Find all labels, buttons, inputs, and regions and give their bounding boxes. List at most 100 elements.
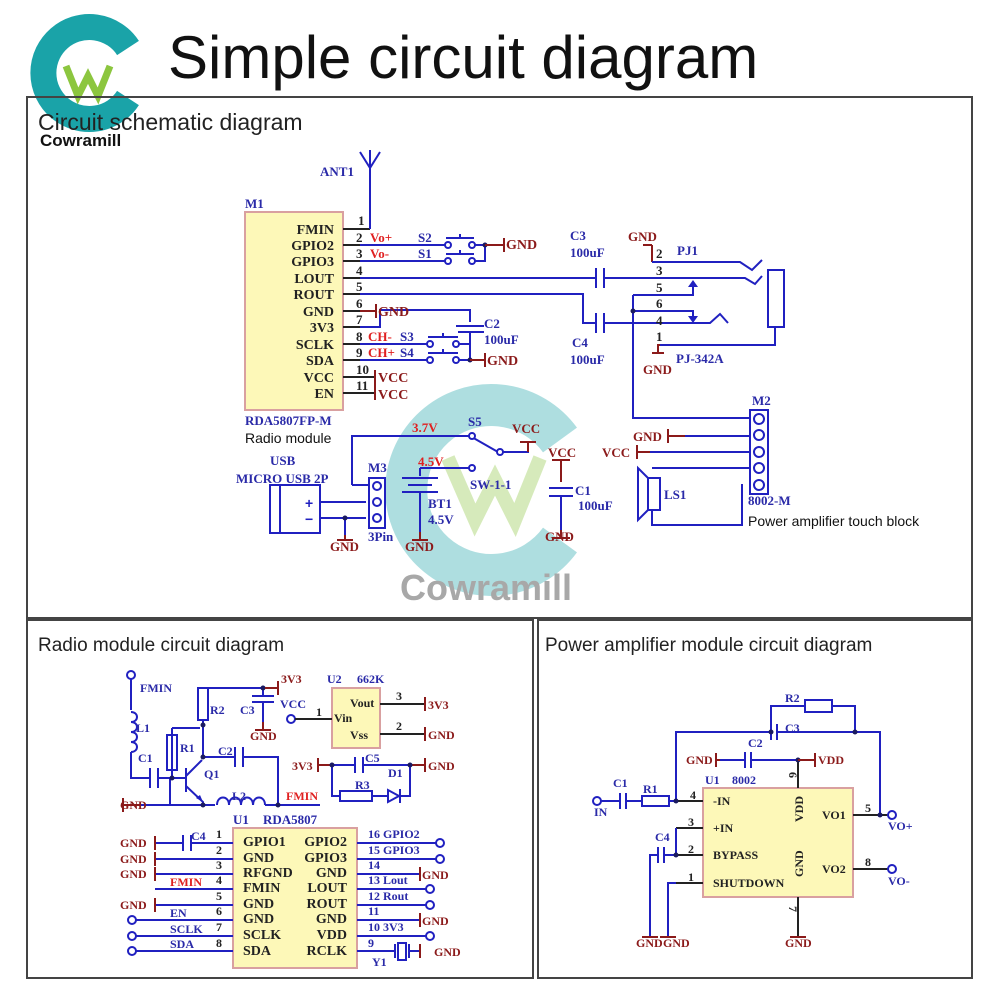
svg-text:4.5V: 4.5V — [428, 512, 454, 527]
svg-text:GND: GND — [434, 945, 461, 959]
svg-text:7: 7 — [786, 906, 800, 912]
svg-text:6: 6 — [786, 772, 800, 778]
power-switch-s5: 3.7V S5 VCC 4.5V SW-1-1 — [351, 414, 540, 492]
svg-text:D1: D1 — [388, 766, 403, 780]
svg-text:GND: GND — [243, 851, 274, 866]
svg-text:GND: GND — [120, 852, 147, 866]
svg-text:Y1: Y1 — [372, 955, 387, 969]
svg-text:Radio module: Radio module — [245, 430, 332, 446]
svg-text:VCC: VCC — [378, 388, 408, 403]
jack-pj1: GND GND 2 3 5 6 4 1 PJ1 PJ-342A — [628, 229, 785, 419]
svg-text:8: 8 — [356, 329, 363, 344]
svg-text:BYPASS: BYPASS — [713, 848, 758, 862]
svg-text:2: 2 — [688, 842, 694, 856]
svg-text:C2: C2 — [218, 744, 233, 758]
svg-text:GND: GND — [428, 728, 455, 742]
battery-bt1: BT1 4.5V GND — [402, 477, 454, 554]
svg-text:12 Rout: 12 Rout — [368, 889, 408, 903]
svg-text:CH-: CH- — [368, 329, 392, 344]
panel-title-amp: Power amplifier module circuit diagram — [545, 635, 872, 656]
svg-text:4: 4 — [690, 788, 696, 802]
svg-text:4: 4 — [356, 263, 363, 278]
svg-text:C2: C2 — [484, 316, 500, 331]
svg-text:GND: GND — [405, 539, 434, 554]
svg-text:11: 11 — [368, 904, 379, 918]
brand-logo — [30, 14, 139, 132]
svg-text:+: + — [305, 495, 313, 511]
svg-text:PJ1: PJ1 — [677, 243, 698, 258]
svg-text:-IN: -IN — [713, 794, 731, 808]
svg-text:4: 4 — [216, 873, 222, 887]
svg-text:1: 1 — [216, 827, 222, 841]
svg-text:5: 5 — [865, 801, 871, 815]
svg-text:7: 7 — [216, 920, 222, 934]
brand-name: Cowramill — [40, 131, 121, 150]
svg-text:3.7V: 3.7V — [412, 420, 438, 435]
svg-text:GND: GND — [633, 429, 662, 444]
svg-text:SW-1-1: SW-1-1 — [470, 477, 511, 492]
svg-text:BT1: BT1 — [428, 496, 452, 511]
svg-text:R3: R3 — [355, 778, 370, 792]
svg-text:2: 2 — [216, 843, 222, 857]
svg-text:GND: GND — [316, 912, 347, 927]
svg-text:GPIO1: GPIO1 — [243, 835, 286, 850]
speaker-ls1: LS1 — [637, 465, 686, 523]
svg-text:USB: USB — [270, 453, 296, 468]
svg-text:Vout: Vout — [350, 696, 374, 710]
svg-text:U2: U2 — [327, 672, 342, 686]
page-title: Simple circuit diagram — [168, 24, 758, 91]
svg-text:GND: GND — [686, 753, 713, 767]
svg-text:7: 7 — [356, 312, 363, 327]
svg-text:+IN: +IN — [713, 821, 734, 835]
svg-text:2: 2 — [656, 246, 663, 261]
svg-text:GND: GND — [428, 759, 455, 773]
capacitor-c3-c4: C3 100uF C4 100uF — [570, 228, 605, 367]
svg-text:ROUT: ROUT — [294, 288, 335, 303]
watermark-logo — [385, 384, 577, 596]
svg-text:FMIN: FMIN — [286, 789, 318, 803]
svg-text:M2: M2 — [752, 393, 771, 408]
m1-radio-module: M1 RDA5807FP-M Radio module FMIN GPIO2 G… — [244, 196, 375, 446]
svg-text:Q1: Q1 — [204, 767, 219, 781]
svg-text:3: 3 — [656, 263, 663, 278]
svg-text:100uF: 100uF — [484, 332, 519, 347]
svg-text:ROUT: ROUT — [307, 897, 348, 912]
svg-text:GND: GND — [120, 898, 147, 912]
svg-text:C3: C3 — [785, 721, 800, 735]
svg-text:662K: 662K — [357, 672, 385, 686]
svg-text:U1: U1 — [233, 812, 249, 827]
panel-bottom-left-frame — [26, 619, 534, 979]
switch-s3-s4-c2: GND CH- CH+ S3 S4 C2 100uF — [368, 316, 519, 369]
svg-text:M1: M1 — [245, 196, 264, 211]
svg-text:RCLK: RCLK — [307, 944, 348, 959]
chip-u1-rda5807: U1 RDA5807 GPIO1 GND RFGND FMIN GND GND … — [120, 812, 461, 969]
svg-text:5: 5 — [356, 279, 363, 294]
amp-chip-u1-8002: U1 8002 -IN +IN BYPASS SHUTDOWN VO1 VO2 … — [676, 760, 890, 937]
switch-s1-s2: GND Vo+ Vo- S2 S1 — [370, 230, 537, 265]
svg-text:SCLK: SCLK — [296, 338, 334, 353]
panel-title-radio: Radio module circuit diagram — [38, 635, 284, 656]
svg-text:8: 8 — [865, 855, 871, 869]
svg-text:GND: GND — [487, 354, 518, 369]
svg-text:GND: GND — [643, 362, 672, 377]
svg-text:10: 10 — [356, 362, 369, 377]
panel-top-frame — [26, 96, 973, 619]
capacitor-c1-top: VCC C1 100uF GND — [545, 445, 613, 544]
svg-text:RDA5807: RDA5807 — [263, 812, 318, 827]
svg-text:GND: GND — [250, 729, 277, 743]
svg-text:VCC: VCC — [280, 697, 306, 711]
amp-passives: IN C1 R1 R2 C3 C2 C4 VO+ VO- GND VDD GND… — [592, 691, 913, 950]
svg-text:GPIO2: GPIO2 — [304, 835, 347, 850]
svg-text:EN: EN — [170, 906, 187, 920]
svg-text:L2: L2 — [232, 789, 246, 803]
svg-text:L1: L1 — [136, 721, 150, 735]
svg-text:C4: C4 — [191, 829, 206, 843]
svg-text:GND: GND — [243, 912, 274, 927]
svg-text:VCC: VCC — [512, 421, 540, 436]
svg-text:Vo+: Vo+ — [370, 230, 392, 245]
svg-text:VDD: VDD — [818, 753, 844, 767]
svg-text:C5: C5 — [365, 751, 380, 765]
svg-text:Vo-: Vo- — [370, 246, 389, 261]
svg-text:3V3: 3V3 — [292, 759, 313, 773]
